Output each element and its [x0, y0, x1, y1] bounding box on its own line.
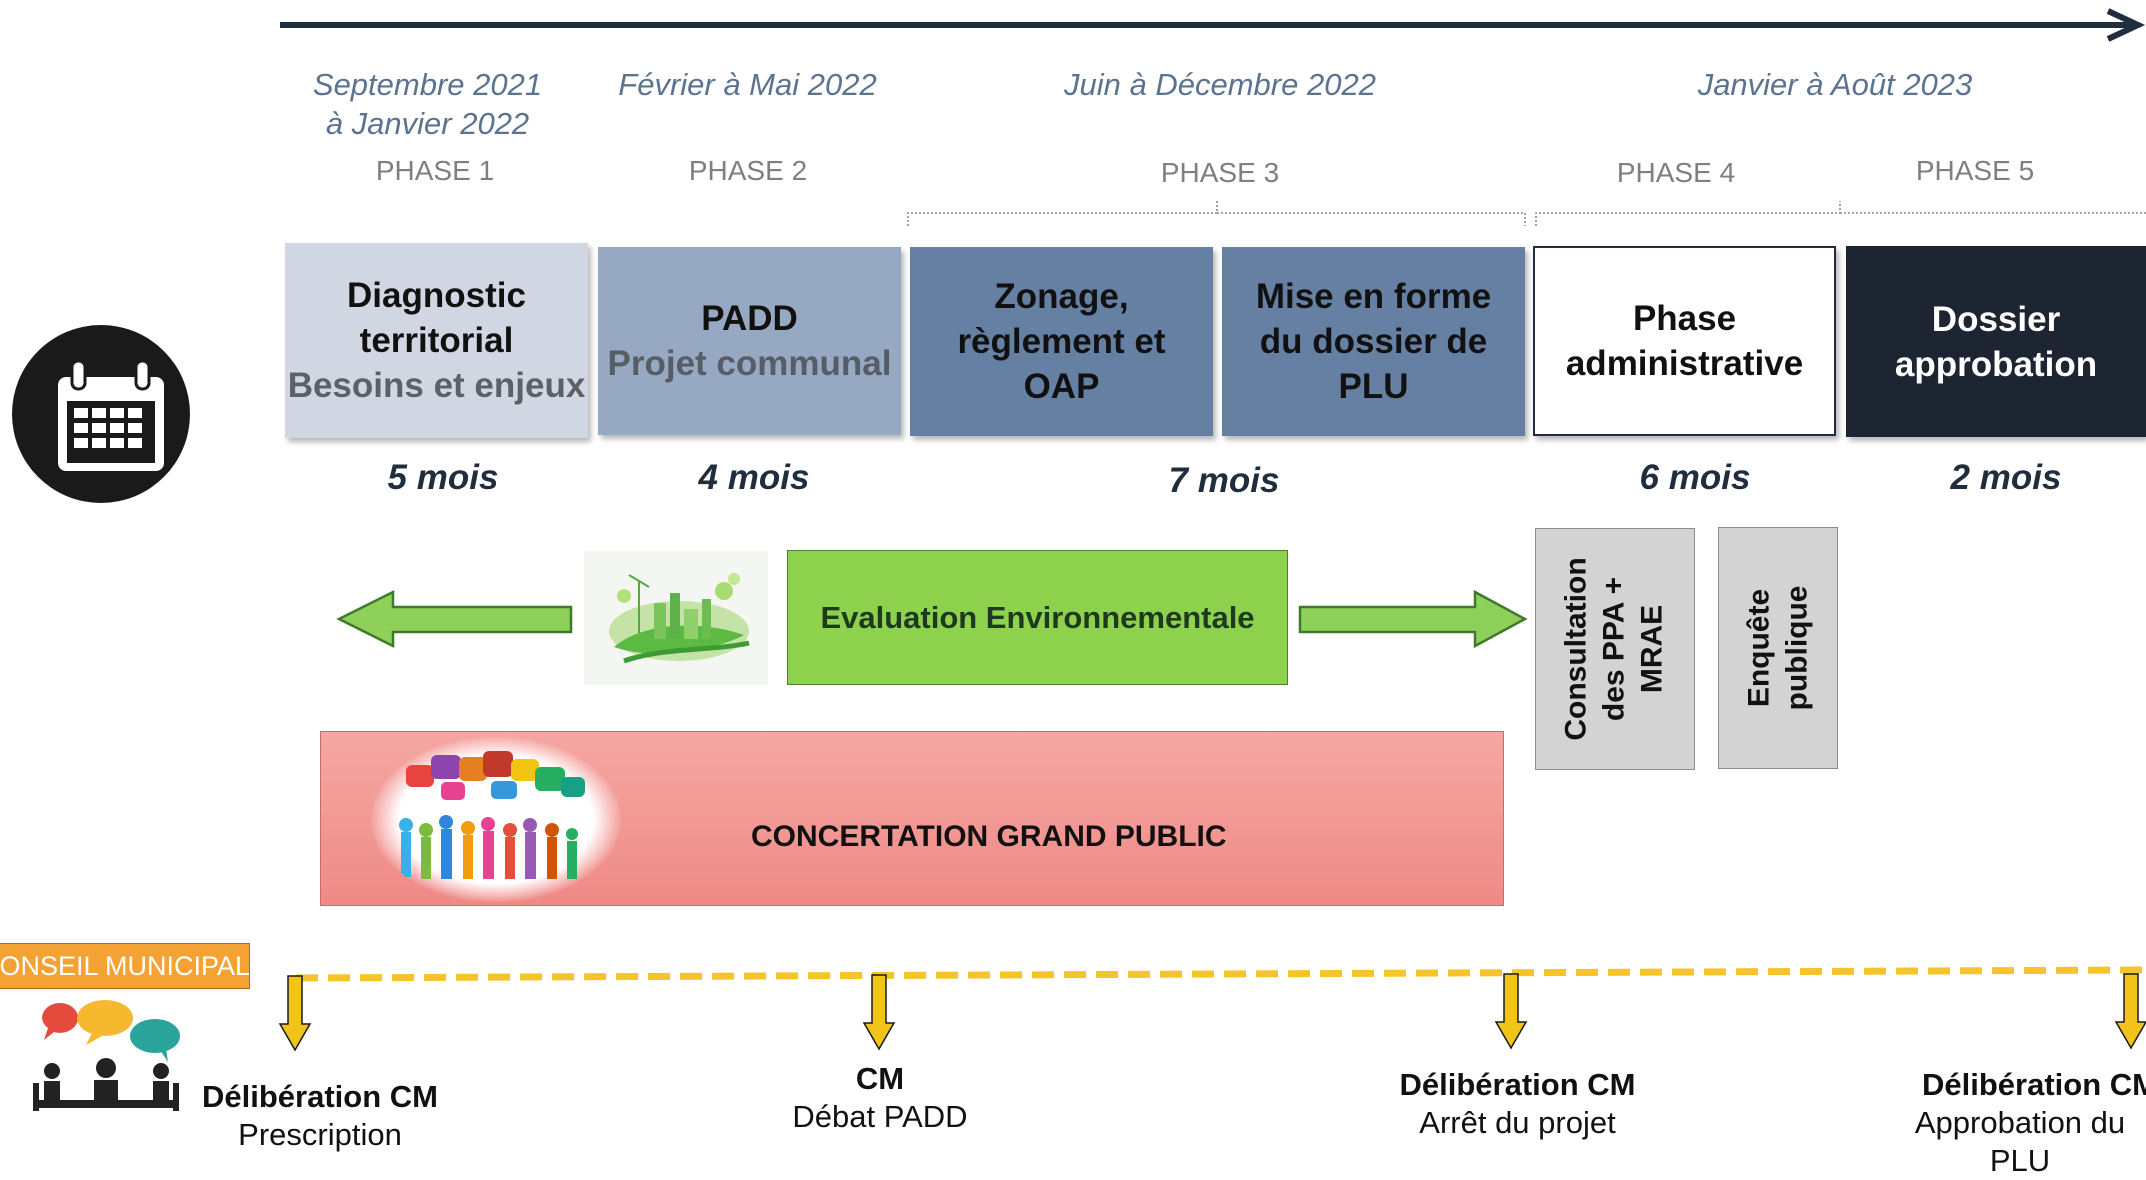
concertation-grand-public: CONCERTATION GRAND PUBLIC: [320, 731, 1504, 906]
step-padd: PADD Projet communal: [598, 247, 901, 435]
step-diagnostic: Diagnostic territorial Besoins et enjeux: [285, 243, 588, 438]
env-arrow-left: [336, 589, 573, 649]
consultation-ppa-mrae: Consultation des PPA + MRAE: [1535, 528, 1695, 770]
milestone-arrow-3: [1494, 973, 1528, 1050]
duration-phase-5: 2 mois: [1950, 458, 2062, 497]
milestone-debat-padd: CM Débat PADD: [792, 1061, 968, 1134]
phase-label-3: PHASE 3: [1160, 157, 1280, 188]
phase-label-5: PHASE 5: [1915, 155, 2035, 186]
period-label-2: Février à Mai 2022: [618, 67, 877, 102]
period-label-1: Septembre 2021 à Janvier 2022: [312, 67, 543, 141]
period-label-4: Janvier à Août 2023: [1697, 67, 1973, 102]
step-zonage: Zonage, règlement et OAP: [910, 247, 1213, 436]
milestone-arret-projet: Délibération CM Arrêt du projet: [1399, 1067, 1636, 1140]
crowd-speech-image: [371, 737, 621, 902]
phase-label-2: PHASE 2: [688, 155, 808, 186]
duration-phase-2: 4 mois: [698, 458, 810, 497]
step-phase-administrative: Phase administrative: [1533, 246, 1836, 436]
timeline-arrow: [280, 8, 2146, 42]
milestone-arrow-2: [862, 974, 896, 1051]
milestone-approbation: Délibération CM Approbation du PLU: [1914, 1067, 2146, 1178]
eco-city-image: [584, 551, 768, 685]
enquete-publique: Enquête publique: [1718, 527, 1838, 769]
milestone-arrow-4: [2114, 973, 2146, 1050]
duration-phase-4: 6 mois: [1639, 458, 1751, 497]
step-mise-en-forme: Mise en forme du dossier de PLU: [1222, 247, 1525, 436]
calendar-icon: [12, 325, 190, 503]
milestone-prescription: Délibération CM Prescription: [202, 1079, 438, 1152]
phase-4-5-bracket: [1535, 201, 2146, 226]
duration-phase-1: 5 mois: [387, 458, 499, 497]
period-label-3: Juin à Décembre 2022: [1064, 67, 1376, 102]
phase-3-bracket: [907, 201, 1526, 226]
phase-label-1: PHASE 1: [375, 155, 495, 186]
phase-label-4: PHASE 4: [1616, 157, 1736, 188]
council-timeline-dashed: [296, 966, 2146, 982]
duration-phase-3: 7 mois: [1168, 461, 1280, 500]
conseil-municipal-tag: CONSEIL MUNICIPAL: [0, 943, 250, 989]
evaluation-environnementale: Evaluation Environnementale: [787, 550, 1288, 685]
milestone-arrow-1: [278, 975, 312, 1052]
env-arrow-right: [1298, 589, 1528, 649]
step-dossier-approbation: Dossier approbation: [1846, 246, 2146, 437]
meeting-people-icon: [33, 1000, 180, 1111]
